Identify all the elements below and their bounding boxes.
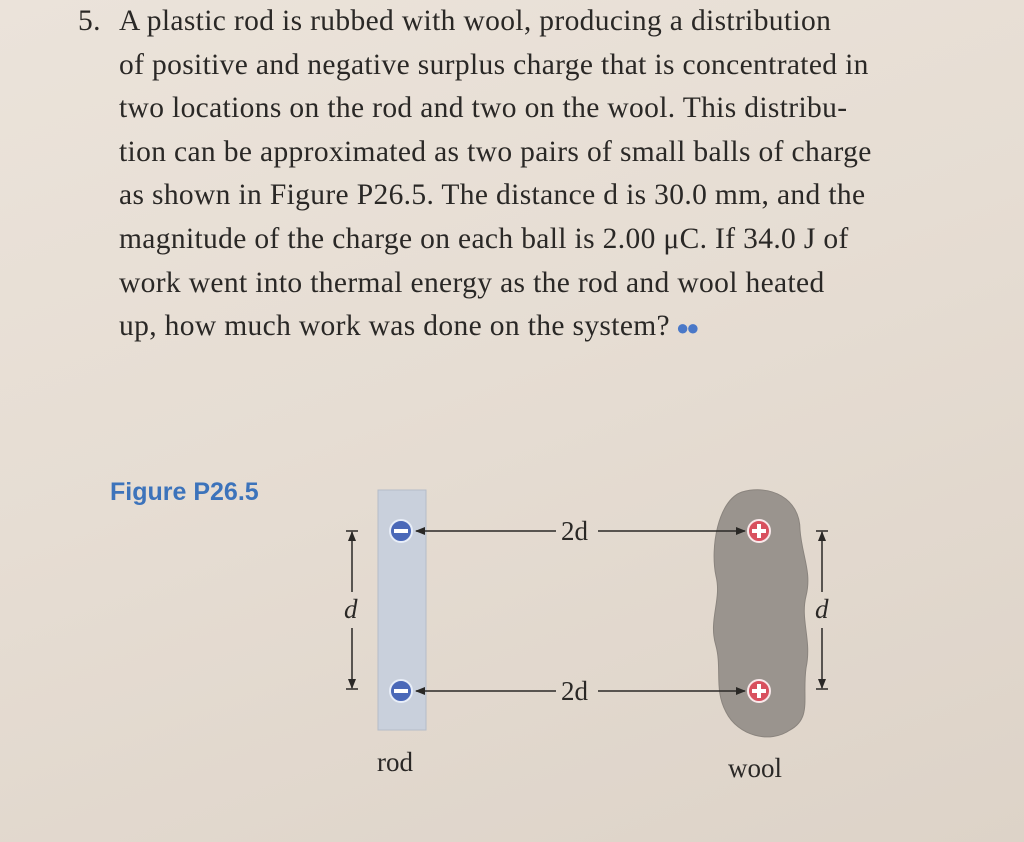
negative-charge-top [389,519,413,543]
problem-line-3: two locations on the rod and two on the … [119,92,848,125]
problem-line-8: up, how much work was done on the system… [119,310,700,343]
bottom-separation: 2d [415,676,746,706]
figure-caption: Figure P26.5 [110,478,259,506]
positive-charge-top [747,519,771,543]
problem-line-5: as shown in Figure P26.5. The distance d… [119,179,866,212]
bottom-separation-label: 2d [561,676,589,706]
rod-distance-marker: d [344,530,358,690]
difficulty-marker: ●● [676,315,700,341]
wool-shape [712,489,809,738]
positive-charge-bottom [747,679,771,703]
wool-distance-marker: d [815,530,829,690]
problem-line-2: of positive and negative surplus charge … [119,48,869,81]
problem-line-6: magnitude of the charge on each ball is … [119,222,849,255]
rod-distance-label: d [344,594,358,624]
wool-distance-label: d [815,594,829,624]
top-separation-label: 2d [561,516,589,546]
problem-number: 5. [78,5,101,37]
problem-line-7: work went into thermal energy as the rod… [119,266,825,299]
problem-line-1: 5.A plastic rod is rubbed with wool, pro… [78,0,998,44]
negative-charge-bottom [389,679,413,703]
top-separation: 2d [415,516,746,546]
rod-label: rod [377,747,413,777]
wool-label: wool [728,753,782,783]
problem-text: 5.A plastic rod is rubbed with wool, pro… [78,0,998,349]
problem-line-4: tion can be approximated as two pairs of… [119,135,872,168]
